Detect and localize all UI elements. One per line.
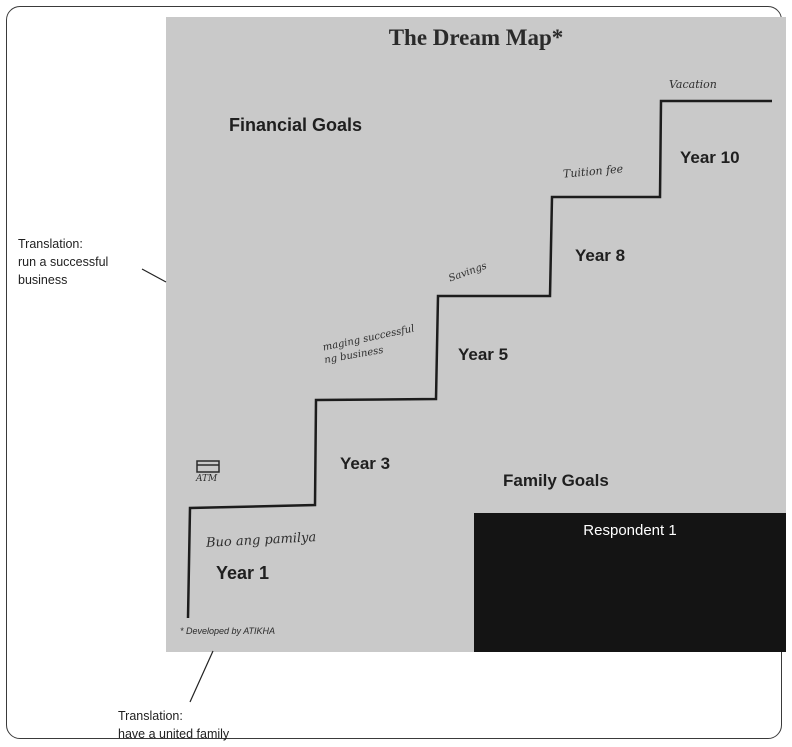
dream-map-photo: The Dream Map* Financial Goals Vacation … bbox=[166, 17, 786, 652]
callout-line-bottom bbox=[189, 650, 214, 703]
handwritten-vacation: Vacation bbox=[669, 78, 717, 91]
atm-card-icon bbox=[196, 460, 220, 473]
note-business-line1: Translation: bbox=[18, 237, 83, 251]
year-10-label: Year 10 bbox=[680, 148, 740, 167]
note-family-line1: Translation: bbox=[118, 709, 183, 723]
note-family-line2: have a united family bbox=[118, 727, 230, 741]
note-business-line3: business bbox=[18, 273, 68, 287]
year-1-label: Year 1 bbox=[216, 563, 270, 583]
handwritten-atm: ATM bbox=[196, 474, 218, 484]
financial-goals-heading: Financial Goals bbox=[229, 115, 363, 135]
translation-note-business: Translation: run a successful business bbox=[18, 235, 108, 289]
year-8-label: Year 8 bbox=[575, 246, 626, 265]
respondent-panel: Respondent 1 bbox=[474, 513, 786, 652]
year-3-label: Year 3 bbox=[340, 454, 391, 473]
dream-map-title: The Dream Map* bbox=[388, 25, 564, 50]
note-business-line2: run a successful bbox=[18, 255, 109, 269]
staircase-line bbox=[186, 99, 772, 619]
family-goals-heading: Family Goals bbox=[503, 471, 609, 490]
translation-note-family: Translation: have a united family bbox=[118, 707, 229, 743]
developer-credit: * Developed by ATIKHA bbox=[180, 626, 276, 636]
respondent-label: Respondent 1 bbox=[583, 522, 677, 539]
year-5-label: Year 5 bbox=[458, 345, 509, 364]
callout-line-left bbox=[141, 268, 167, 283]
